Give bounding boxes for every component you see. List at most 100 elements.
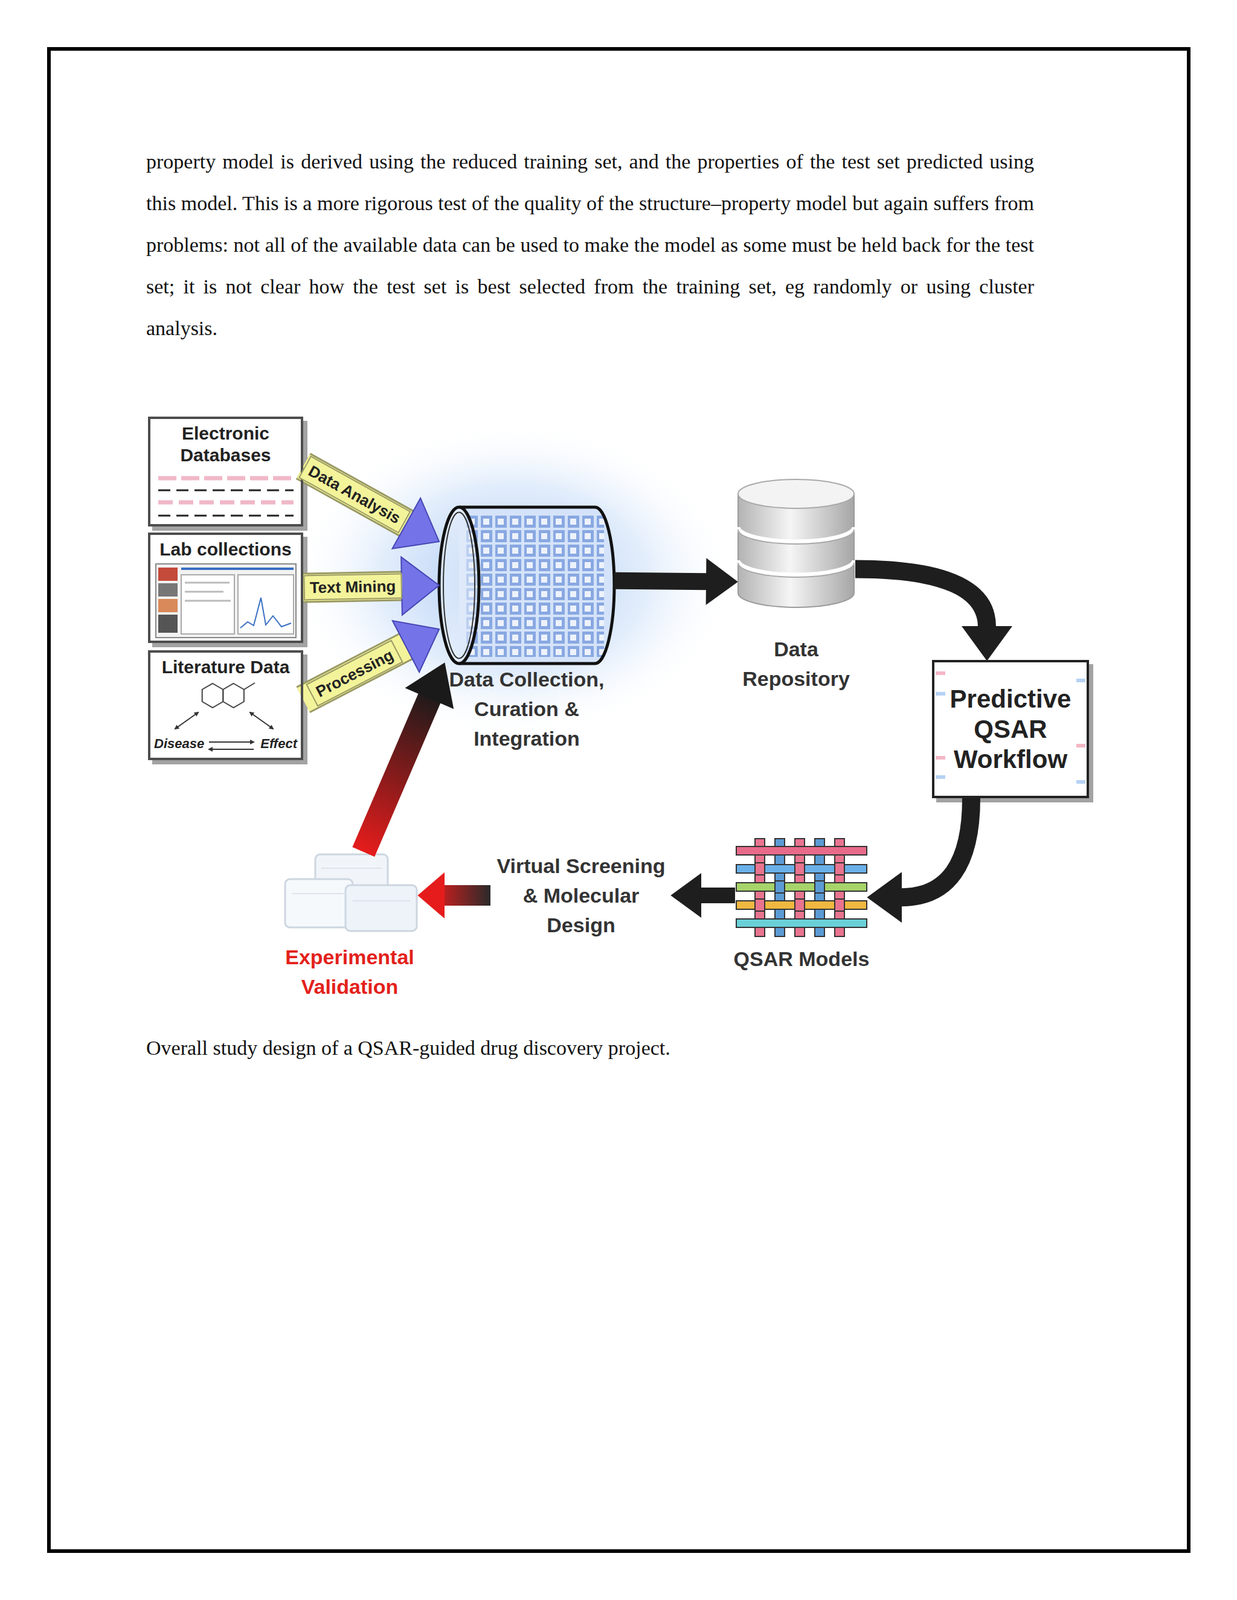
workflow-trace <box>935 692 946 696</box>
relation-arrow <box>175 712 199 730</box>
weave-crossing <box>794 863 805 876</box>
assay-plate <box>285 879 353 928</box>
workflow-trace <box>935 775 946 780</box>
molecule-ring <box>222 683 245 708</box>
box-shadow <box>152 536 308 648</box>
box-title: Literature Data <box>152 656 299 679</box>
connector-shaft <box>901 798 972 898</box>
record-row <box>158 500 294 505</box>
icon-caption: Data Repository <box>720 634 872 695</box>
weave-crossing <box>755 899 765 912</box>
arrowhead <box>867 873 902 922</box>
record-row <box>158 489 294 492</box>
cylinder-outline <box>459 507 615 664</box>
screenshot-window <box>155 564 296 638</box>
workflow-trace <box>1076 744 1086 748</box>
weave-crossing <box>834 899 845 912</box>
box-title: Lab collections <box>152 538 299 561</box>
workflow-trace <box>935 756 946 760</box>
connector-shaft <box>700 887 736 904</box>
connector-shaft <box>614 581 707 582</box>
plate-line <box>321 867 382 870</box>
workflow-trace <box>1076 780 1086 784</box>
weave-weft <box>736 919 867 928</box>
repository-divider <box>738 562 855 578</box>
arrowhead <box>706 559 737 605</box>
data-grid <box>465 514 605 658</box>
arrowhead <box>392 620 440 673</box>
relation-arrow <box>250 712 274 730</box>
assay-icon: Experimental Validation <box>280 852 419 934</box>
data-cylinder: Data Collection, Curation & Integration <box>439 507 615 664</box>
icon-caption: Experimental Validation <box>262 942 438 1003</box>
workflow-trace <box>935 671 946 676</box>
thumbnail <box>158 583 178 597</box>
connector <box>418 873 491 918</box>
connector-label: Processing <box>305 639 403 707</box>
process-text: Virtual Screening & Molecular Design <box>490 851 672 941</box>
box-spacer <box>152 678 299 737</box>
box-fill <box>931 660 1090 799</box>
weave-crossing <box>814 881 825 894</box>
box-title: Predictive QSAR Workflow <box>950 684 1072 775</box>
relation-arrow <box>208 741 254 743</box>
cylinder-body <box>459 507 615 664</box>
thumbnail <box>158 567 178 582</box>
thumbnail <box>158 614 178 633</box>
weave-crossing <box>834 863 845 876</box>
relation-term: Effect <box>260 736 298 752</box>
screenshot-toolbar <box>181 567 294 571</box>
connector <box>303 557 440 616</box>
repository-divider <box>738 529 855 545</box>
assay-plate <box>345 885 417 932</box>
database-icon: Data Repository <box>736 479 856 608</box>
box-fill <box>147 532 304 644</box>
connector-shaft <box>363 698 430 853</box>
arrowhead <box>406 663 454 709</box>
connector <box>671 874 736 917</box>
relation-arrow <box>208 748 254 751</box>
icon-caption: QSAR Models <box>710 944 893 975</box>
weave-crossing <box>755 863 765 876</box>
screenshot-panel <box>181 575 235 635</box>
source-box: Lab collections <box>147 532 304 644</box>
arrowhead <box>671 874 701 917</box>
workflow-trace <box>1076 678 1086 683</box>
page-frame <box>48 48 1189 1552</box>
arrowhead <box>962 626 1012 661</box>
repository-top <box>738 479 855 509</box>
connector <box>614 559 737 605</box>
panel-line <box>184 591 224 594</box>
workflow-box: Predictive QSAR Workflow <box>931 660 1090 799</box>
figure-caption: Overall study design of a QSAR-guided dr… <box>146 1035 1035 1062</box>
box-fill <box>147 416 304 527</box>
record-row <box>158 476 294 481</box>
icon-caption: Data Collection, Curation & Integration <box>436 665 618 754</box>
box-title: Electronic Databases <box>152 422 299 467</box>
cylinder-rim <box>443 512 475 659</box>
molecule-bond <box>244 683 255 690</box>
thumbnail <box>158 599 178 613</box>
screenshot-panel <box>237 575 294 635</box>
weave-crossing <box>774 881 785 894</box>
connector-label: Text Mining <box>303 573 402 601</box>
panel-line <box>184 600 231 603</box>
molecule-ring <box>202 683 224 708</box>
connector <box>867 798 972 922</box>
arrowhead <box>418 873 444 918</box>
connector <box>363 663 454 853</box>
connector-shaft <box>855 568 987 627</box>
body-paragraph: property model is derived using the redu… <box>146 140 1035 350</box>
plate-line <box>352 900 411 902</box>
box-fill <box>147 650 304 761</box>
connector <box>855 568 1012 661</box>
relation-term: Disease <box>154 736 205 752</box>
plate-line <box>292 893 346 895</box>
connector-label: Data Analysis <box>298 456 411 534</box>
weave-weft <box>736 846 867 856</box>
data-glow <box>289 419 737 740</box>
weave-crossing <box>794 899 805 912</box>
connector-shaft <box>443 885 491 907</box>
